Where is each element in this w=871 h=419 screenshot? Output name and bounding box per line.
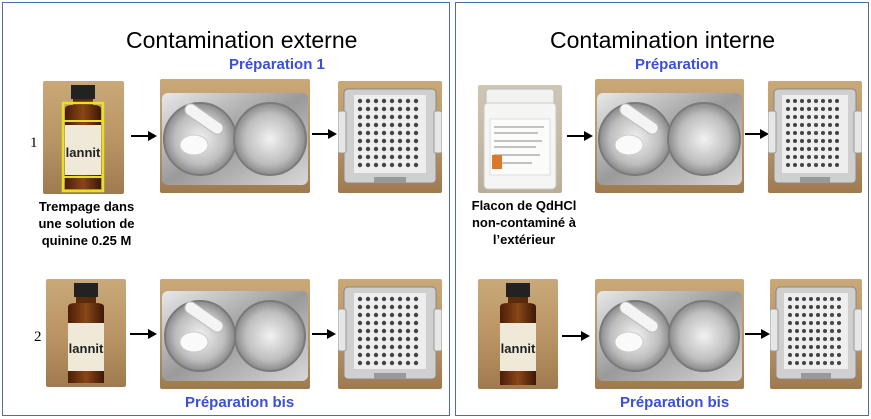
mortar-pestle-photo (160, 79, 310, 193)
left-caption: Trempage dans une solution de quinine 0.… (29, 198, 144, 249)
right-panel-bottom-subtitle: Préparation bis (620, 394, 730, 411)
right-caption-line-2: non-contaminé à (471, 215, 576, 230)
left-caption-line-1: Trempage dans (38, 199, 135, 214)
left-panel-bottom-subtitle: Préparation bis (185, 394, 295, 411)
arrow-right-icon (567, 129, 593, 143)
mortar-pestle-photo (595, 79, 744, 193)
right-panel: Contamination interne Préparation Flacon… (455, 2, 869, 416)
arrow-right-icon (130, 327, 157, 341)
arrow-right-icon (131, 129, 157, 143)
bottle-label-text: lannit (501, 341, 536, 356)
row-number-2: 2 (34, 329, 42, 345)
arrow-right-icon (745, 327, 770, 341)
capsule-machine-photo (770, 279, 862, 389)
right-panel-title: Contamination interne (550, 27, 776, 53)
arrow-right-icon (745, 127, 769, 141)
capsule-machine-photo (768, 81, 862, 193)
bottle-label-text: lannit (66, 145, 101, 160)
arrow-right-icon (312, 327, 336, 341)
right-caption: Flacon de QdHCl non-contaminé à l’extéri… (464, 197, 584, 248)
right-caption-line-3: l’extérieur (492, 232, 556, 247)
right-panel-top-subtitle: Préparation (635, 56, 719, 73)
left-caption-line-3: quinine 0.25 M (41, 233, 132, 248)
bottle-photo: lannit (478, 279, 558, 389)
right-caption-line-1: Flacon de QdHCl (471, 198, 577, 213)
left-caption-line-2: une solution de (38, 216, 135, 231)
left-panel-top-subtitle: Préparation 1 (229, 56, 325, 73)
bottle-photo: lannit (46, 279, 126, 387)
left-panel-title: Contamination externe (126, 27, 358, 53)
row-number-1: 1 (30, 135, 38, 151)
left-panel: Contamination externe Préparation 1 1 la… (2, 2, 450, 416)
capsule-machine-photo (338, 81, 442, 193)
mortar-pestle-photo (160, 279, 310, 389)
bottle-photo: lannit (43, 81, 124, 194)
mortar-pestle-photo (595, 279, 744, 389)
capsule-machine-photo (338, 279, 442, 389)
jar-photo (478, 85, 562, 193)
arrow-right-icon (562, 329, 590, 343)
arrow-right-icon (312, 127, 337, 141)
bottle-label-text: lannit (69, 341, 104, 356)
